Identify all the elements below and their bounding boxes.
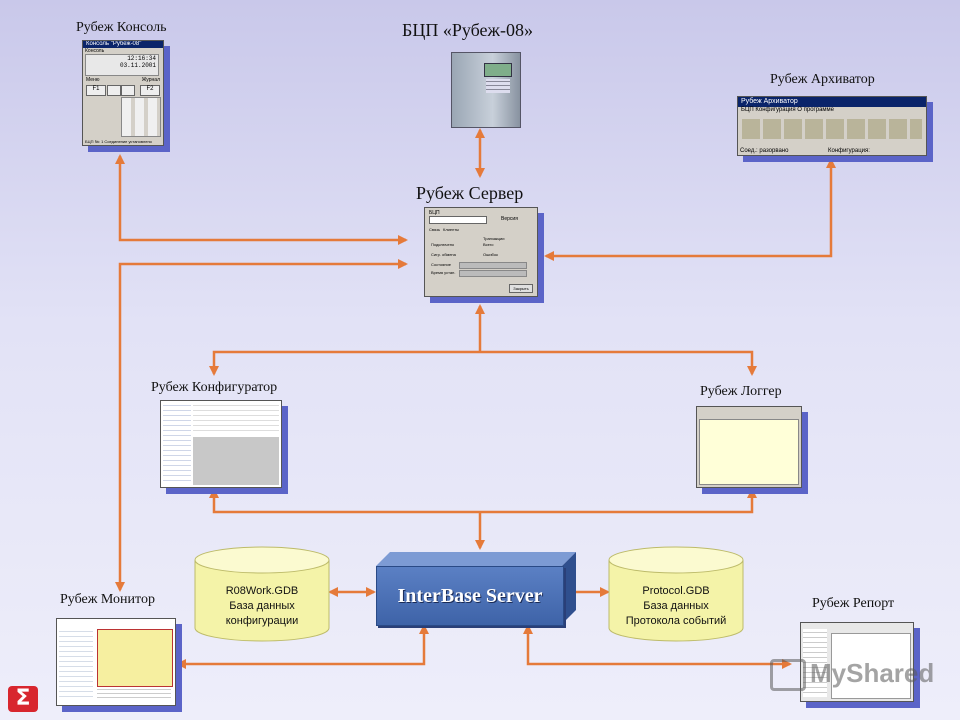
monitor-tree[interactable] (59, 627, 93, 701)
server-f8: Состояние (431, 262, 451, 267)
db-protocol-text: Protocol.GDB База данных Протокола событ… (608, 584, 744, 629)
db-protocol-line3: Протокола событий (625, 615, 727, 627)
label-logger: Рубеж Логгер (700, 384, 782, 399)
console-f1-button[interactable]: F1 (86, 85, 106, 96)
label-bcp: БЦП «Рубеж-08» (402, 20, 533, 40)
server-time-field (459, 270, 527, 277)
db-config-line3: конфигурации (225, 615, 299, 627)
archiver-toolbar[interactable] (742, 119, 922, 139)
logger-screenshot (696, 406, 802, 488)
report-list[interactable] (803, 629, 827, 697)
console-time: 12:16:34 (127, 55, 156, 62)
server-f4: Подключено (431, 242, 455, 247)
line-console-server (115, 154, 408, 245)
configurator-tree[interactable] (163, 405, 191, 485)
line-report-interbase (523, 624, 792, 669)
logger-grid (699, 419, 799, 485)
console-arrow-up-button[interactable] (121, 85, 135, 96)
interbase-server-box: InterBase Server (376, 566, 564, 626)
interbase-3d-edges (376, 552, 576, 624)
server-f2: Версия (501, 216, 518, 222)
label-archiver: Рубеж Архиватор (770, 72, 875, 87)
archiver-status2: Конфигурация: (828, 148, 870, 154)
server-f1: БЦП (429, 210, 440, 216)
label-console: Рубеж Консоль (76, 20, 167, 35)
console-menu: Консоль (85, 48, 105, 54)
watermark: MyShared (770, 658, 935, 692)
sigma-logo: Σ (8, 686, 38, 712)
db-config-line2: База данных (229, 600, 295, 612)
server-f5: Всего (483, 242, 494, 247)
label-report: Рубеж Репорт (812, 596, 895, 611)
db-protocol-file: Protocol.GDB (642, 585, 710, 597)
report-screenshot (800, 622, 914, 702)
console-left: Меню (86, 77, 100, 83)
db-protocol-shape (608, 546, 744, 642)
console-keypad[interactable] (121, 97, 161, 137)
bcp-keypad (486, 79, 510, 93)
server-f9: Время устан. (431, 270, 456, 275)
console-display: 12:16:34 03.11.2001 (85, 54, 159, 76)
server-state-field (459, 262, 527, 269)
server-bcp-select[interactable] (429, 216, 487, 224)
line-archiver-server (544, 158, 836, 261)
db-config-text: R08Work.GDB База данных конфигурации (194, 584, 330, 629)
bcp-display (484, 63, 512, 77)
watermark-icon (770, 659, 806, 692)
server-tab-clients[interactable]: Клиенты (443, 227, 460, 232)
db-config-shape (194, 546, 330, 642)
report-page (831, 633, 911, 699)
label-configurator: Рубеж Конфигуратор (151, 380, 278, 395)
configurator-panel (193, 437, 279, 485)
console-screenshot: Консоль "Рубеж-08" Консоль 12:16:34 03.1… (82, 40, 164, 146)
archiver-status1: Соед.: разорвано (740, 148, 789, 154)
label-monitor: Рубеж Монитор (60, 592, 155, 607)
line-config-logger-bus (209, 488, 757, 514)
server-screenshot: БЦП Версия Связь Клиенты Транзакции Подк… (424, 207, 538, 297)
monitor-floorplan[interactable] (97, 629, 173, 687)
line-monitor-server (115, 259, 408, 592)
console-status: БЦП №: 1 Соединение установлено (85, 139, 152, 144)
monitor-events (97, 687, 171, 701)
console-arrow-down-button[interactable] (107, 85, 121, 96)
line-monitor-interbase (176, 624, 429, 669)
db-protocol-cylinder: Protocol.GDB База данных Протокола событ… (608, 546, 744, 642)
server-tab-link[interactable]: Связь (429, 227, 441, 232)
console-date: 03.11.2001 (119, 62, 156, 69)
server-close-button[interactable]: Закрыть (509, 284, 533, 293)
db-config-cylinder: R08Work.GDB База данных конфигурации (194, 546, 330, 642)
label-server: Рубеж Сервер (416, 183, 524, 203)
db-protocol-line2: База данных (643, 600, 709, 612)
archiver-titlebar: Рубеж Архиватор (738, 97, 926, 107)
server-f3: Транзакции (483, 236, 505, 241)
configurator-screenshot (160, 400, 282, 488)
line-branch-config (209, 350, 757, 376)
server-f6: Сигр. обмена (431, 252, 456, 257)
configurator-props (193, 405, 279, 435)
archiver-screenshot: Рубеж Архиватор БЦП Конфигурация О прогр… (737, 96, 927, 156)
console-f2-button[interactable]: F2 (140, 85, 160, 96)
archiver-menu: БЦП Конфигурация О программе (741, 107, 834, 113)
watermark-text: MyShared (810, 658, 935, 688)
db-config-file: R08Work.GDB (225, 585, 299, 597)
monitor-screenshot (56, 618, 176, 706)
interbase-title: InterBase Server (397, 585, 543, 607)
console-titlebar: Консоль "Рубеж-08" (83, 41, 163, 48)
server-f7: Ошибок (483, 252, 498, 257)
bcp-device (451, 52, 521, 128)
console-right: Журнал (141, 77, 160, 83)
